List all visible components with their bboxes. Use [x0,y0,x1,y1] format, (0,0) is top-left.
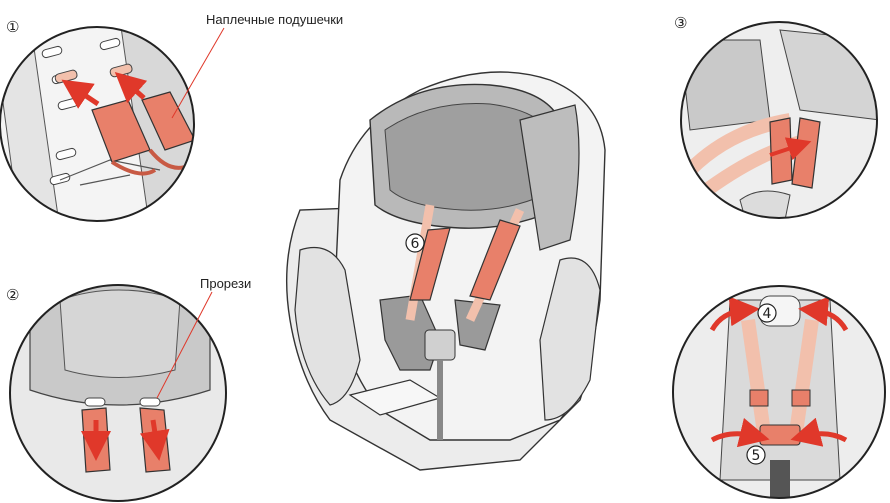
step-5-number: 5 [752,448,761,464]
step-3-marker: ③ [674,14,687,32]
child-seat: 6 [287,72,605,470]
step-6-number: 6 [411,236,420,252]
step-2-marker: ② [6,286,19,304]
panel-2 [0,270,240,503]
panel-3 [670,20,890,220]
step-4-number: 4 [763,306,772,322]
label-shoulder-pads: Наплечные подушечки [206,12,343,27]
panel-4: 4 5 [670,285,890,503]
panel-1 [0,20,224,230]
step-1-marker: ① [6,18,19,36]
label-slots: Прорези [200,276,251,291]
